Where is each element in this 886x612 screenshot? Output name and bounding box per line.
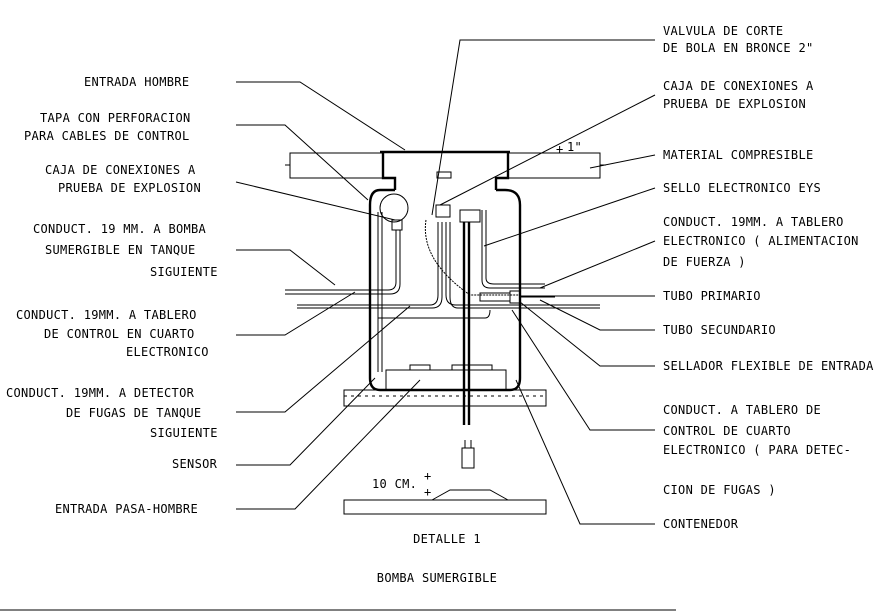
label-conduct-bomba-line3: SIGUIENTE: [150, 265, 218, 279]
label-sellador-flexible: SELLADOR FLEXIBLE DE ENTRADA: [663, 359, 874, 373]
label-conduct-fugas-line4: CION DE FUGAS ): [663, 483, 776, 497]
label-valvula-line1: VALVULA DE CORTE: [663, 24, 783, 38]
label-conduct-bomba-line2: SUMERGIBLE EN TANQUE: [45, 243, 196, 257]
label-conduct-detector-line2: DE FUGAS DE TANQUE: [66, 406, 201, 420]
interior-piping: [285, 193, 600, 469]
manhole-entry: [380, 150, 510, 190]
marker-plus: +: [556, 142, 564, 156]
label-entrada-pasa-hombre: ENTRADA PASA-HOMBRE: [55, 502, 198, 516]
label-caja-left-line2: PRUEBA DE EXPLOSION: [58, 181, 201, 195]
bottom-slab: + + 10 CM. + 1": [343, 140, 582, 515]
label-conduct-fugas-line1: CONDUCT. A TABLERO DE: [663, 403, 821, 417]
base-slab: [343, 389, 547, 407]
marker-plus: +: [424, 469, 432, 483]
top-slab: [285, 152, 606, 179]
label-sensor: SENSOR: [172, 457, 218, 471]
label-conduct-tablero-line2: DE CONTROL EN CUARTO: [44, 327, 195, 341]
label-conduct-fugas-line3: ELECTRONICO ( PARA DETEC-: [663, 443, 851, 457]
label-conduct-bomba-line1: CONDUCT. 19 MM. A BOMBA: [33, 222, 207, 236]
label-tapa-line2: PARA CABLES DE CONTROL: [24, 129, 190, 143]
label-conduct-fuerza-line1: CONDUCT. 19MM. A TABLERO: [663, 215, 844, 229]
label-conduct-fuerza-line3: DE FUERZA ): [663, 255, 746, 269]
right-labels: VALVULA DE CORTE DE BOLA EN BRONCE 2" CA…: [663, 24, 874, 531]
label-conduct-fugas-line2: CONTROL DE CUARTO: [663, 424, 791, 438]
marker-plus: +: [424, 485, 432, 499]
slope-label: 1": [567, 140, 582, 154]
label-caja-left-line1: CAJA DE CONEXIONES A: [45, 163, 196, 177]
label-conduct-tablero-line1: CONDUCT. 19MM. A TABLERO: [16, 308, 197, 322]
label-caja-right-line2: PRUEBA DE EXPLOSION: [663, 97, 806, 111]
label-caja-right-line1: CAJA DE CONEXIONES A: [663, 79, 814, 93]
label-conduct-tablero-line3: ELECTRONICO: [126, 345, 209, 359]
dimension-label: 10 CM.: [372, 477, 417, 491]
label-contenedor: CONTENEDOR: [663, 517, 739, 531]
label-conduct-detector-line3: SIGUIENTE: [150, 426, 218, 440]
label-valvula-line2: DE BOLA EN BRONCE 2": [663, 41, 814, 55]
label-tubo-primario: TUBO PRIMARIO: [663, 289, 761, 303]
leader-lines: [235, 39, 656, 525]
label-sello-electronico: SELLO ELECTRONICO EYS: [663, 181, 821, 195]
label-conduct-detector-line1: CONDUCT. 19MM. A DETECTOR: [6, 386, 195, 400]
detail-subtitle: BOMBA SUMERGIBLE: [377, 571, 497, 585]
label-material-compresible: MATERIAL COMPRESIBLE: [663, 148, 814, 162]
label-tapa-line1: TAPA CON PERFORACION: [40, 111, 191, 125]
left-labels: ENTRADA HOMBRE TAPA CON PERFORACION PARA…: [6, 75, 218, 516]
label-conduct-fuerza-line2: ELECTRONICO ( ALIMENTACION: [663, 234, 859, 248]
detail-title: DETALLE 1: [413, 532, 481, 546]
label-tubo-secundario: TUBO SECUNDARIO: [663, 323, 776, 337]
label-entrada-hombre: ENTRADA HOMBRE: [84, 75, 189, 89]
